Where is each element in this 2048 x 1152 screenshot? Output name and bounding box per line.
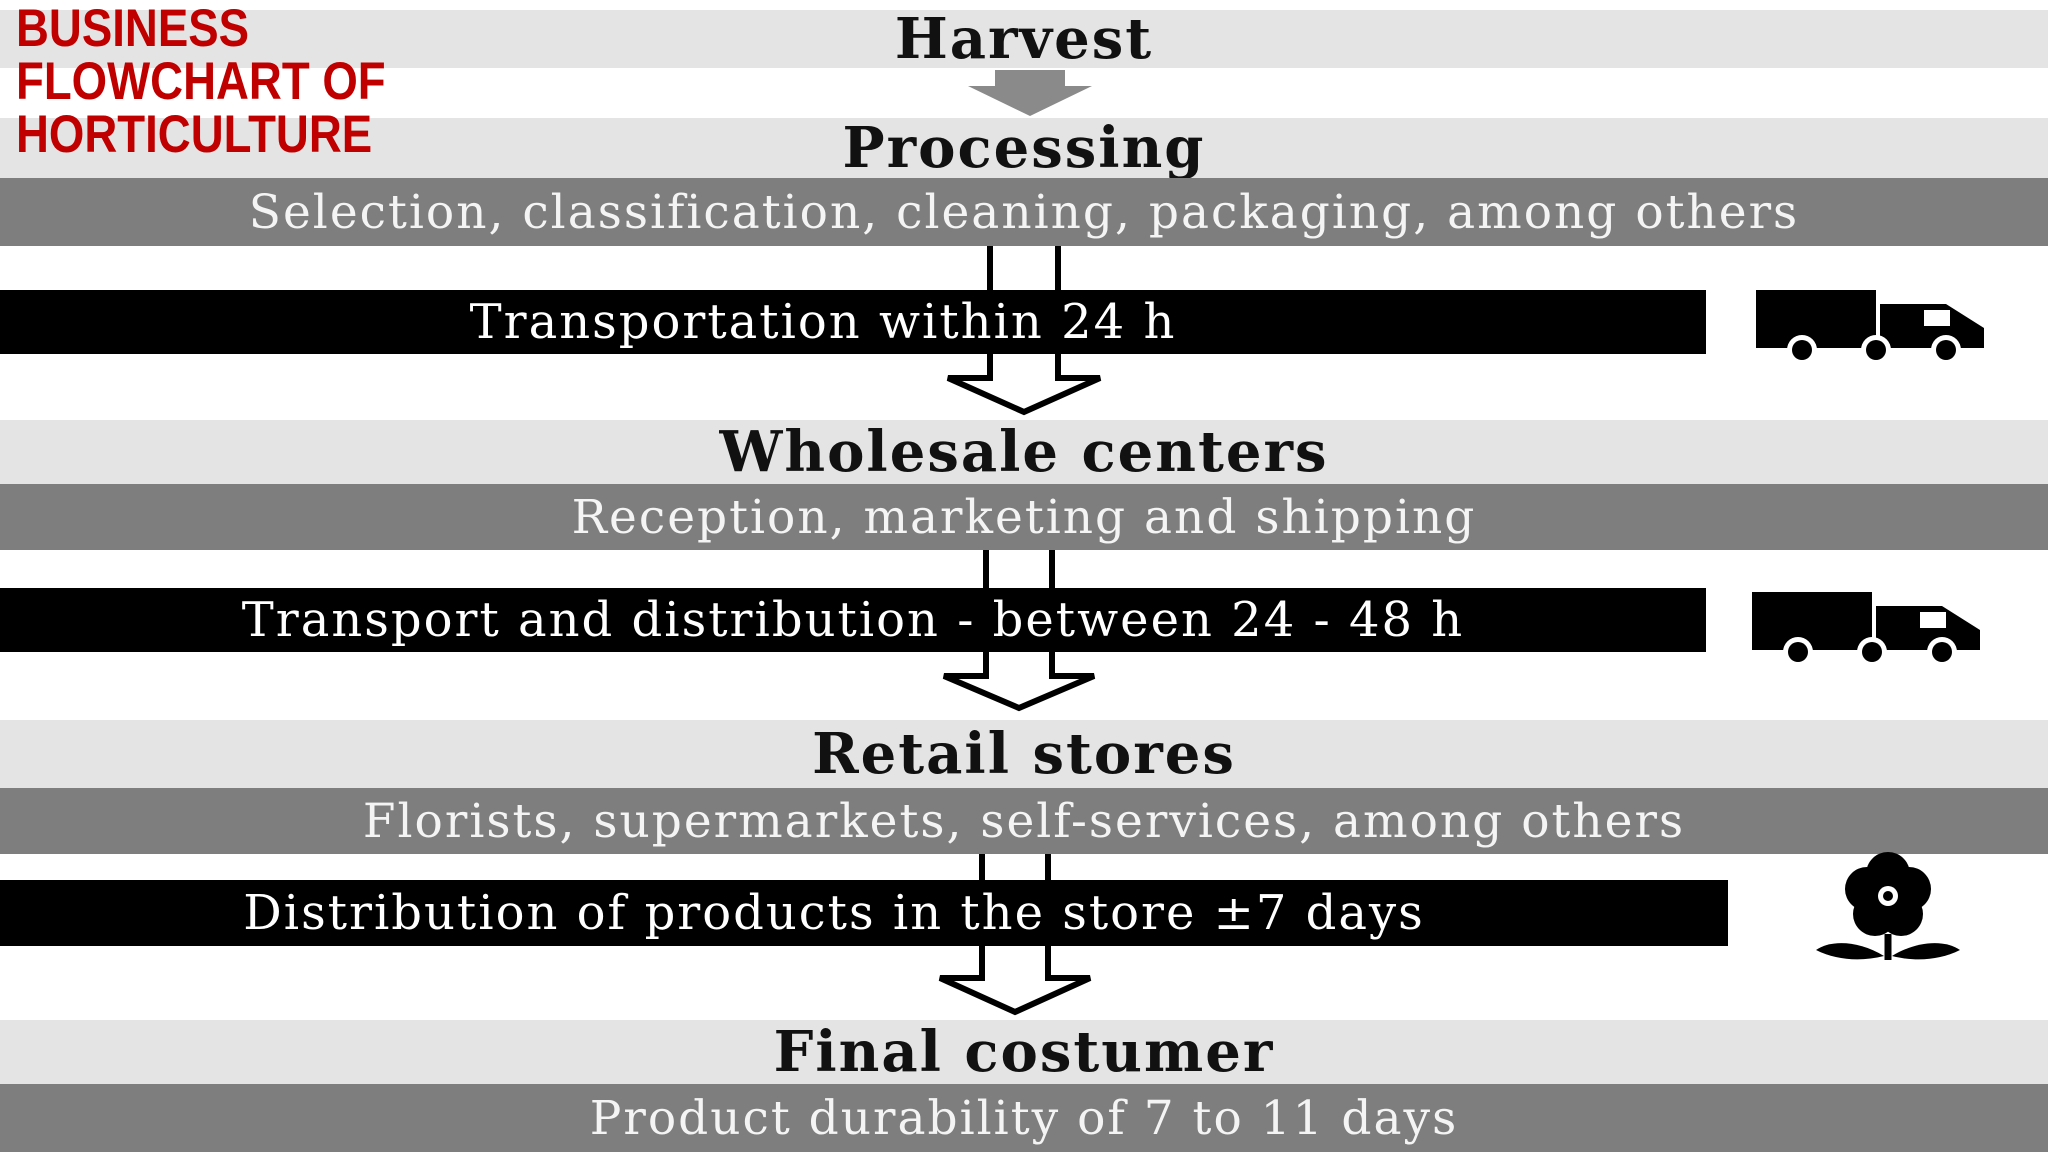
retail-detail-band: Florists, supermarkets, self-services, a…	[0, 788, 2048, 854]
processing-detail-band: Selection, classification, cleaning, pac…	[0, 178, 2048, 246]
arrow-retail-final	[938, 854, 1092, 1016]
processing-band: Processing	[0, 115, 2048, 181]
wholesale-band: Wholesale centers	[0, 419, 2048, 485]
harvest-band: Harvest	[0, 6, 2048, 72]
title-line: FLOWCHART OF	[16, 52, 386, 111]
stage-processing: Processing	[842, 115, 1206, 181]
wholesale-detail-band: Reception, marketing and shipping	[0, 484, 2048, 550]
stage-wholesale: Wholesale centers	[719, 419, 1329, 485]
transport-2-label: Transport and distribution - between 24 …	[241, 592, 1465, 648]
retail-detail: Florists, supermarkets, self-services, a…	[362, 793, 1686, 849]
title-line: HORTICULTURE	[16, 105, 373, 164]
processing-detail: Selection, classification, cleaning, pac…	[248, 184, 1800, 240]
store-distribution-band: Distribution of products in the store ±7…	[0, 880, 1728, 946]
arrow-wholesale-retail	[942, 550, 1096, 712]
store-distribution-label: Distribution of products in the store ±7…	[243, 885, 1425, 941]
arrow-processing-wholesale	[946, 246, 1102, 416]
page-title: BUSINESS FLOWCHART OF HORTICULTURE	[16, 2, 386, 161]
truck-icon	[1756, 290, 1984, 365]
flower-icon	[1816, 852, 1960, 960]
truck-icon	[1752, 592, 1980, 667]
stage-final: Final costumer	[773, 1019, 1275, 1085]
title-line: BUSINESS	[16, 0, 250, 58]
transport-band-2: Transport and distribution - between 24 …	[0, 588, 1706, 652]
arrow-harvest-processing	[968, 70, 1092, 116]
transport-1-label: Transportation within 24 h	[469, 294, 1177, 350]
retail-band: Retail stores	[0, 720, 2048, 788]
wholesale-detail: Reception, marketing and shipping	[571, 489, 1477, 545]
final-band: Final costumer	[0, 1019, 2048, 1085]
final-detail-band: Product durability of 7 to 11 days	[0, 1084, 2048, 1152]
stage-harvest: Harvest	[894, 6, 1154, 72]
transport-band-1: Transportation within 24 h	[0, 290, 1706, 354]
stage-retail: Retail stores	[812, 721, 1236, 787]
final-detail: Product durability of 7 to 11 days	[589, 1090, 1459, 1146]
